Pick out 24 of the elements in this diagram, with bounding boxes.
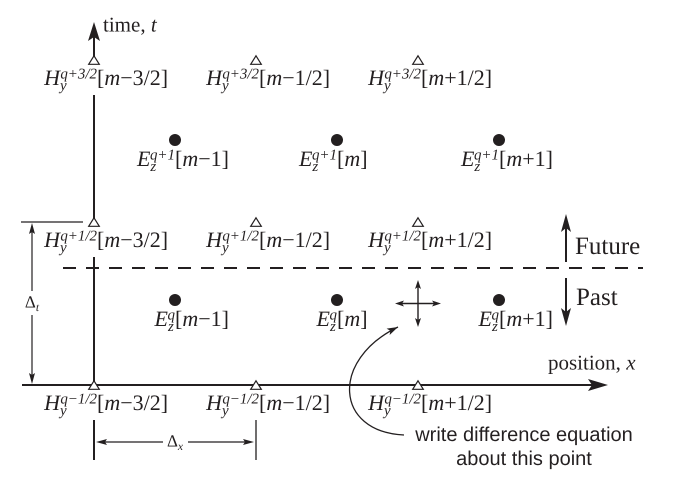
grid-point-label: E$_{z}$$^{q}$[m−1] [154, 306, 229, 337]
grid-point-label: E$_{z}$$^{q}$[m] [316, 306, 368, 337]
direction-label: Future [575, 232, 640, 262]
grid-point-label: E$_{z}$$^{q+1}$[m+1] [460, 146, 553, 177]
grid-point-label: H$_{y}$$^{q−1/2}$[m−1/2] [206, 390, 330, 421]
direction-label: Past [576, 283, 618, 313]
dimension-label: Δ$_{t}$ [24, 292, 40, 314]
grid-point-label: H$_{y}$$^{q+1/2}$[m−1/2] [206, 228, 330, 258]
annotation-text: write difference equation about this point [404, 423, 644, 471]
grid-point-label: E$_{z}$$^{q+1}$[m−1] [136, 146, 229, 177]
grid-point-label: E$_{z}$$^{q}$[m+1] [478, 306, 553, 337]
dimension-label: Δ$_{x}$ [166, 431, 184, 453]
grid-point-label: H$_{y}$$^{q+3/2}$[m−1/2] [206, 66, 330, 96]
grid-point-label: H$_{y}$$^{q+1/2}$[m+1/2] [368, 228, 492, 258]
grid-point-label: H$_{y}$$^{q+1/2}$[m−3/2] [44, 228, 168, 258]
grid-point-label: H$_{y}$$^{q+3/2}$[m−3/2] [44, 66, 168, 96]
four-way-arrows [395, 280, 441, 327]
leader-line [349, 326, 404, 436]
axis-label: time, t [103, 12, 157, 38]
grid-point-label: E$_{z}$$^{q+1}$[m] [298, 146, 368, 177]
grid-point-label: H$_{y}$$^{q+3/2}$[m+1/2] [368, 66, 492, 96]
grid-point-label: H$_{y}$$^{q−1/2}$[m−3/2] [44, 390, 168, 421]
grid-point-label: H$_{y}$$^{q−1/2}$[m+1/2] [368, 390, 492, 421]
axis-label: position, x [548, 350, 636, 376]
